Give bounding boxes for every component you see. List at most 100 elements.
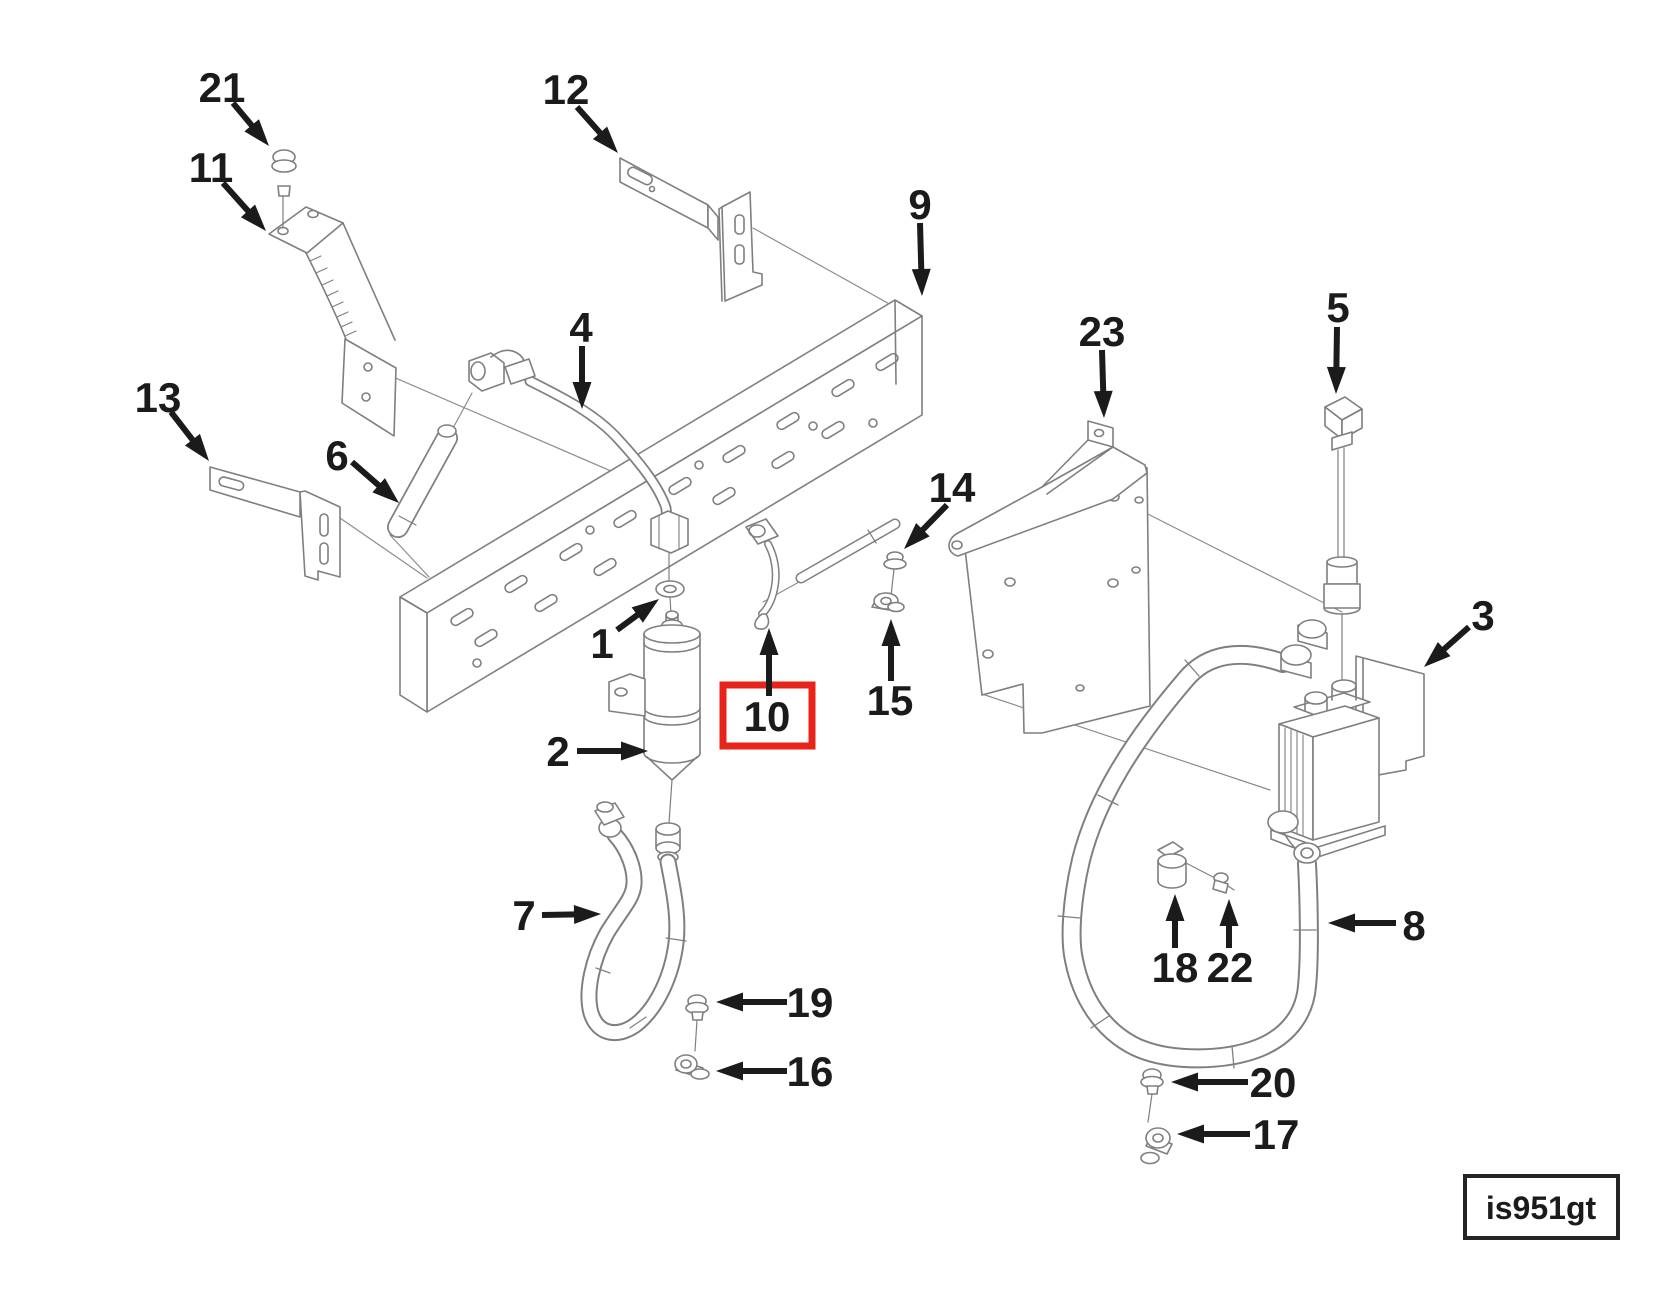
- callout-15[interactable]: 15: [867, 619, 914, 724]
- rail-slots: [450, 352, 899, 648]
- callout-number: 21: [199, 64, 246, 111]
- tube-10: [745, 518, 780, 630]
- hose-8: [1057, 644, 1319, 1069]
- callout-number: 13: [135, 374, 182, 421]
- callout-arrow-head: [372, 478, 399, 503]
- callout-arrow-head: [631, 599, 659, 623]
- callout-arrow-shaft: [918, 502, 950, 534]
- callout-number: 7: [512, 892, 535, 939]
- callout-4[interactable]: 4: [569, 304, 593, 409]
- callout-number: 16: [787, 1048, 834, 1095]
- callout-10[interactable]: 10: [719, 628, 816, 750]
- callout-3[interactable]: 3: [1424, 592, 1495, 667]
- solenoid-3-body: [1270, 655, 1425, 858]
- callout-number: 6: [325, 432, 348, 479]
- callout-number: 17: [1253, 1111, 1300, 1158]
- callout-number: 20: [1250, 1059, 1297, 1106]
- clamp-17: [1140, 1127, 1173, 1165]
- callout-arrow-head: [573, 904, 601, 924]
- callout-21[interactable]: 21: [199, 64, 269, 146]
- callout-arrow-head: [592, 126, 618, 153]
- filter-canister-2: [608, 610, 701, 781]
- bracket-13: [209, 466, 341, 581]
- callout-12[interactable]: 12: [543, 66, 618, 153]
- callout-number: 22: [1207, 944, 1254, 991]
- callout-13[interactable]: 13: [135, 374, 209, 461]
- callout-arrow-shaft: [917, 222, 925, 273]
- callout-arrow-shaft: [574, 105, 605, 138]
- callout-arrow-head: [621, 741, 648, 761]
- callout-arrow-head: [881, 619, 901, 646]
- callout-5[interactable]: 5: [1326, 284, 1350, 394]
- callout-arrow-shaft: [1099, 349, 1107, 395]
- callout-arrow-head: [904, 523, 930, 549]
- callout-20[interactable]: 20: [1171, 1059, 1296, 1106]
- screw-22: [1185, 862, 1235, 894]
- callout-1[interactable]: 1: [590, 599, 659, 667]
- diagram-code-box: is951gt: [1463, 1174, 1620, 1240]
- callout-number: 15: [867, 677, 914, 724]
- callout-number: 3: [1471, 592, 1494, 639]
- callout-arrow-head: [716, 1061, 743, 1081]
- callout-arrow-head: [911, 268, 931, 296]
- callout-arrow-head: [572, 382, 592, 409]
- callout-number: 5: [1326, 284, 1349, 331]
- bracket-11: [268, 206, 397, 437]
- callout-number: 4: [569, 304, 593, 351]
- callout-number: 11: [189, 144, 233, 191]
- callout-arrow-head: [240, 204, 266, 231]
- bracket-23: [948, 420, 1148, 557]
- callout-11[interactable]: 11: [189, 144, 266, 231]
- diagram-code: is951gt: [1486, 1190, 1597, 1226]
- callout-14[interactable]: 14: [904, 464, 976, 549]
- hose-7: [580, 779, 687, 1042]
- callout-number: 23: [1079, 308, 1126, 355]
- callout-arrow-head: [184, 433, 209, 461]
- leader-lines: [339, 227, 1343, 791]
- callout-arrow-head: [1326, 366, 1346, 394]
- callout-arrow-head: [244, 119, 269, 146]
- bolt-21: [271, 149, 297, 229]
- callout-arrow-head: [1219, 899, 1239, 926]
- clamp-16: [674, 1054, 710, 1080]
- cap-18: [1157, 841, 1187, 889]
- callout-arrow-shaft: [1439, 624, 1471, 654]
- callout-arrow-head: [1177, 1124, 1204, 1144]
- callout-2[interactable]: 2: [546, 728, 648, 775]
- callout-number: 19: [787, 979, 834, 1026]
- callout-number: 14: [929, 464, 976, 511]
- callout-arrow-head: [1328, 913, 1355, 933]
- callout-8[interactable]: 8: [1328, 902, 1426, 949]
- callout-arrow-head: [1165, 894, 1185, 921]
- callout-arrow-shaft: [1333, 326, 1340, 371]
- callout-number: 10: [744, 693, 791, 740]
- callout-arrow-shaft: [168, 410, 197, 444]
- callout-16[interactable]: 16: [716, 1048, 833, 1095]
- callout-number: 2: [546, 728, 569, 775]
- tube-6: [387, 424, 458, 538]
- callout-18[interactable]: 18: [1152, 894, 1199, 991]
- sensor-5: [1323, 396, 1363, 681]
- callout-23[interactable]: 23: [1079, 308, 1126, 418]
- callout-arrow-shaft: [220, 180, 253, 216]
- callout-number: 18: [1152, 944, 1199, 991]
- bolt-14: [883, 551, 907, 597]
- callout-arrow-shaft: [230, 101, 256, 130]
- callout-arrow-head: [1424, 641, 1451, 667]
- bolt-19: [685, 994, 709, 1052]
- callout-22[interactable]: 22: [1207, 899, 1254, 991]
- callout-17[interactable]: 17: [1177, 1111, 1299, 1158]
- callout-19[interactable]: 19: [716, 979, 833, 1026]
- callout-9[interactable]: 9: [908, 181, 932, 296]
- callout-arrow-head: [1093, 390, 1113, 418]
- callout-6[interactable]: 6: [325, 432, 399, 503]
- hose-4: [468, 349, 689, 554]
- callout-7[interactable]: 7: [512, 892, 601, 939]
- callout-arrow-shaft: [350, 459, 383, 490]
- callout-arrow-head: [716, 992, 743, 1012]
- callout-number: 1: [590, 620, 613, 667]
- callout-arrow-head: [759, 628, 779, 655]
